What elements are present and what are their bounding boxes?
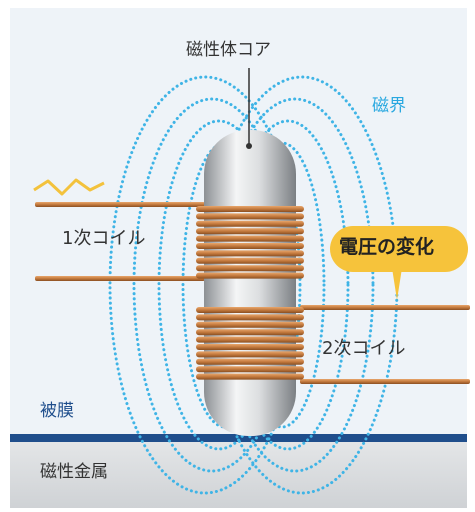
secondary-coil-turn — [196, 366, 304, 373]
primary-lead-top — [35, 202, 205, 207]
primary-coil-turn — [196, 235, 304, 242]
magnetic-field-label: 磁界 — [372, 96, 406, 116]
primary-lead-bottom — [35, 276, 205, 281]
secondary-coil-turn — [196, 373, 304, 380]
core-label: 磁性体コア — [186, 40, 271, 60]
primary-coil-turn — [196, 250, 304, 257]
secondary-coil-turn — [196, 314, 304, 321]
secondary-coil-turn — [196, 336, 304, 343]
voltage-bubble-pointer — [392, 268, 402, 300]
secondary-coil-windings — [196, 307, 304, 380]
primary-coil-turn — [196, 272, 304, 279]
voltage-change-label: 電圧の変化 — [339, 236, 435, 258]
primary-coil-turn — [196, 220, 304, 227]
primary-coil-turn — [196, 206, 304, 212]
primary-coil-turn — [196, 243, 304, 249]
magnetic-metal-label: 磁性金属 — [40, 462, 108, 482]
secondary-lead-top — [300, 305, 470, 310]
secondary-lead-bottom — [300, 379, 470, 384]
field-loop-left-1 — [108, 75, 302, 495]
primary-coil-turn — [196, 265, 304, 272]
secondary-coil-turn — [196, 307, 304, 313]
secondary-coil-turn — [196, 358, 304, 365]
primary-coil-turn — [196, 213, 304, 220]
secondary-coil-turn — [196, 321, 304, 328]
primary-coil-leads — [35, 202, 205, 281]
coating-film-layer — [10, 434, 467, 442]
core-pointer-dot — [246, 143, 252, 149]
magnetic-metal-layer — [10, 440, 467, 508]
secondary-coil-turn — [196, 351, 304, 358]
magnetic-core — [204, 130, 296, 436]
coating-film-label: 被膜 — [40, 401, 74, 421]
secondary-coil-leads — [300, 305, 470, 384]
secondary-coil-turn — [196, 344, 304, 350]
primary-coil-turn — [196, 257, 304, 264]
primary-coil-windings — [196, 206, 304, 279]
secondary-coil-turn — [196, 329, 304, 336]
voltage-change-bubble — [330, 226, 468, 272]
primary-coil-turn — [196, 228, 304, 235]
primary-coil-label: 1次コイル — [62, 228, 146, 249]
signal-wave-icon — [33, 178, 105, 196]
secondary-coil-label: 2次コイル — [322, 338, 406, 359]
